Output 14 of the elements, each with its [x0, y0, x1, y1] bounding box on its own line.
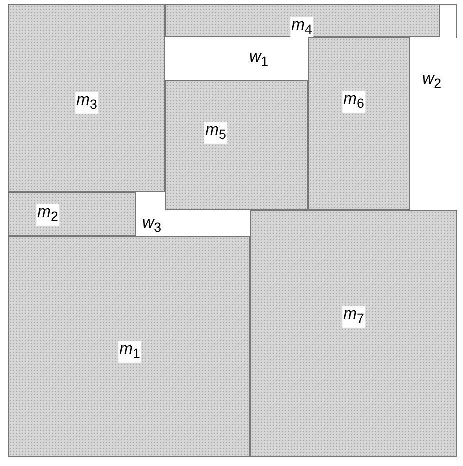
module-block [8, 236, 250, 457]
module-block [308, 37, 410, 210]
module-block [8, 192, 136, 236]
block-label: m$_{2}$ [36, 204, 60, 226]
block-label: m$_{3}$ [76, 92, 98, 114]
module-block [165, 4, 440, 37]
block-label: m$_{4}$ [290, 16, 314, 40]
block-label: m$_{1}$ [118, 340, 142, 364]
module-block [250, 210, 457, 457]
block-label: m$_{5}$ [204, 122, 228, 144]
module-block [165, 80, 308, 210]
module-block [8, 4, 165, 192]
block-label: m$_{6}$ [342, 90, 366, 114]
block-label: m$_{7}$ [342, 306, 366, 328]
